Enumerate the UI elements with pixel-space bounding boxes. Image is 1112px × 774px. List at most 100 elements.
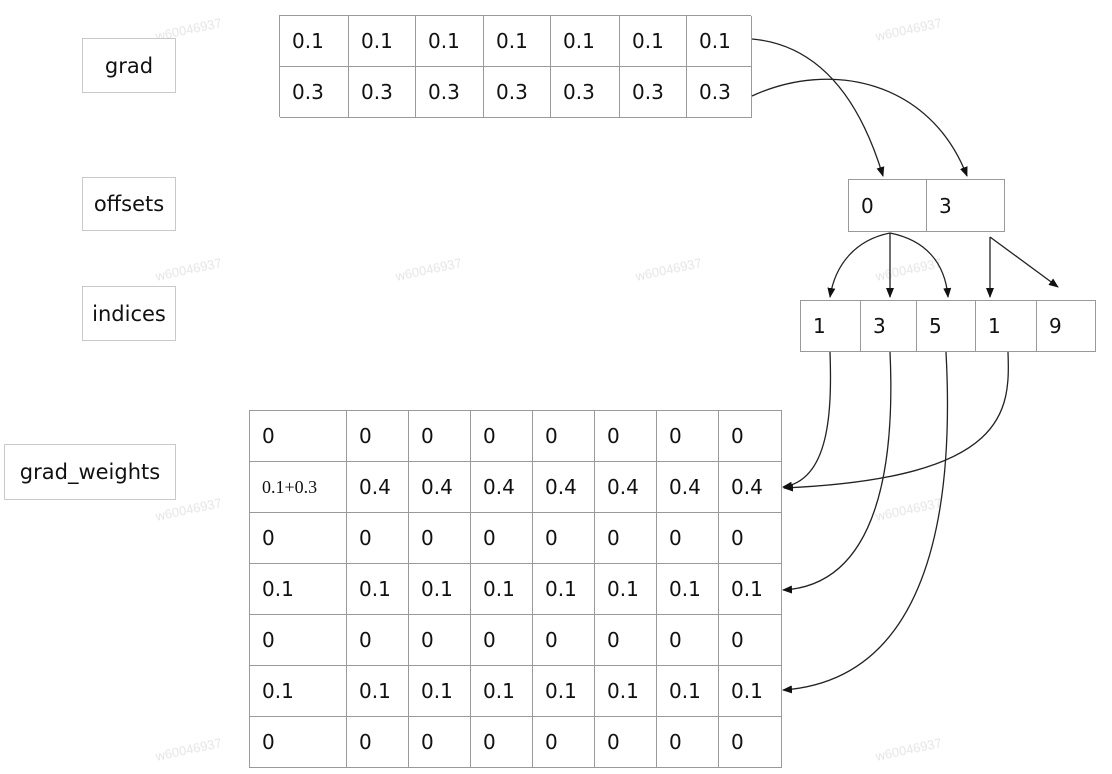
- grad-weights-cell: 0: [471, 513, 533, 564]
- indices-cell: 1: [976, 301, 1037, 352]
- grad-cell: 0.1: [551, 16, 620, 67]
- grad-table: 0.1 0.1 0.1 0.1 0.1 0.1 0.1 0.3 0.3 0.3 …: [279, 15, 752, 118]
- grad-weights-cell: 0.1: [657, 564, 719, 615]
- grad-weights-cell: 0: [719, 513, 782, 564]
- grad-weights-cell: 0.1: [347, 666, 409, 717]
- arrow-offset1-to-index4: [989, 236, 1059, 288]
- grad-weights-cell: 0.1: [250, 564, 347, 615]
- grad-weights-cell: 0: [657, 411, 719, 462]
- grad-weights-cell: 0: [409, 513, 471, 564]
- grad-weights-cell: 0: [719, 411, 782, 462]
- indices-cell: 9: [1037, 301, 1096, 352]
- arrow-index0-to-row1: [782, 351, 832, 490]
- grad-weights-cell: 0: [657, 513, 719, 564]
- watermark: w60046937: [394, 255, 464, 284]
- grad-cell: 0.1: [687, 16, 752, 67]
- grad-weights-cell: 0.1: [533, 666, 595, 717]
- arrow-index2-to-row5: [782, 351, 949, 694]
- grad-cell: 0.3: [620, 67, 687, 118]
- grad-weights-cell: 0: [595, 615, 657, 666]
- grad-weights-cell: 0.4: [595, 462, 657, 513]
- watermark: w60046937: [874, 495, 944, 524]
- grad-weights-cell: 0.1: [409, 666, 471, 717]
- grad-weights-cell: 0: [533, 411, 595, 462]
- grad-weights-cell: 0.4: [719, 462, 782, 513]
- grad-weights-cell: 0: [250, 717, 347, 768]
- grad-weights-cell: 0: [347, 513, 409, 564]
- grad-cell: 0.1: [349, 16, 416, 67]
- arrow-grad-row1-to-offset0: [751, 38, 885, 177]
- offsets-cell: 0: [849, 180, 927, 232]
- grad-weights-cell: 0: [250, 513, 347, 564]
- grad-weights-cell: 0.4: [409, 462, 471, 513]
- arrow-grad-row2-to-offset1: [751, 78, 968, 177]
- grad-weights-cell: 0: [250, 411, 347, 462]
- grad-weights-cell: 0.1: [719, 666, 782, 717]
- grad-weights-cell: 0: [533, 717, 595, 768]
- grad-weights-table: 0 0 0 0 0 0 0 0 0.1+0.3 0.4 0.4 0.4 0.4 …: [249, 410, 782, 768]
- offsets-label: offsets: [82, 177, 176, 231]
- watermark: w60046937: [634, 255, 704, 284]
- grad-weights-cell: 0.4: [657, 462, 719, 513]
- watermark: w60046937: [874, 15, 944, 44]
- grad-weights-cell: 0: [347, 411, 409, 462]
- grad-cell: 0.3: [349, 67, 416, 118]
- grad-weights-cell: 0.1: [471, 564, 533, 615]
- grad-weights-cell: 0: [471, 615, 533, 666]
- grad-cell: 0.1: [484, 16, 551, 67]
- grad-weights-cell: 0: [347, 717, 409, 768]
- grad-weights-cell: 0.1: [409, 564, 471, 615]
- grad-weights-cell: 0: [595, 513, 657, 564]
- grad-weights-cell: 0.4: [471, 462, 533, 513]
- grad-label: grad: [82, 38, 176, 93]
- indices-cell: 1: [801, 301, 861, 352]
- grad-weights-cell: 0.1: [533, 564, 595, 615]
- grad-weights-cell: 0: [533, 513, 595, 564]
- grad-weights-cell: 0: [533, 615, 595, 666]
- grad-cell: 0.3: [416, 67, 484, 118]
- grad-cell: 0.3: [687, 67, 752, 118]
- watermark: w60046937: [874, 255, 944, 284]
- grad-weights-cell: 0.4: [347, 462, 409, 513]
- offsets-cell: 3: [927, 180, 1005, 232]
- grad-weights-cell: 0: [719, 615, 782, 666]
- watermark: w60046937: [874, 735, 944, 764]
- offsets-table: 0 3: [848, 179, 1005, 232]
- grad-weights-cell: 0: [409, 411, 471, 462]
- grad-weights-cell: 0: [657, 615, 719, 666]
- grad-weights-cell: 0.1: [719, 564, 782, 615]
- indices-label: indices: [82, 286, 176, 341]
- grad-weights-cell: 0.1: [657, 666, 719, 717]
- grad-cell: 0.3: [280, 67, 349, 118]
- grad-cell: 0.1: [416, 16, 484, 67]
- grad-cell: 0.1: [280, 16, 349, 67]
- grad-weights-cell: 0: [595, 717, 657, 768]
- grad-weights-cell: 0: [595, 411, 657, 462]
- grad-weights-cell: 0: [471, 411, 533, 462]
- grad-weights-cell: 0: [409, 717, 471, 768]
- grad-weights-cell: 0.1: [471, 666, 533, 717]
- grad-weights-cell: 0.1: [595, 666, 657, 717]
- watermark: w60046937: [154, 735, 224, 764]
- grad-cell: 0.3: [484, 67, 551, 118]
- grad-weights-cell: 0: [347, 615, 409, 666]
- arrow-offset0-to-index2: [889, 232, 952, 298]
- grad-weights-cell: 0.1+0.3: [250, 462, 347, 513]
- grad-weights-cell: 0: [409, 615, 471, 666]
- grad-cell: 0.3: [551, 67, 620, 118]
- grad-weights-cell: 0: [719, 717, 782, 768]
- grad-weights-cell: 0.1: [347, 564, 409, 615]
- indices-cell: 3: [861, 301, 917, 352]
- arrow-index3-to-row1: [783, 351, 1009, 492]
- grad-weights-cell: 0: [250, 615, 347, 666]
- indices-table: 1 3 5 1 9: [800, 300, 1096, 352]
- grad-weights-cell: 0.1: [595, 564, 657, 615]
- grad-cell: 0.1: [620, 16, 687, 67]
- grad-weights-cell: 0.1: [250, 666, 347, 717]
- grad-weights-cell: 0: [657, 717, 719, 768]
- arrow-offset0-to-index0: [827, 232, 891, 298]
- indices-cell: 5: [917, 301, 976, 352]
- grad-weights-label: grad_weights: [4, 444, 176, 500]
- grad-weights-cell: 0.4: [533, 462, 595, 513]
- watermark: w60046937: [154, 255, 224, 284]
